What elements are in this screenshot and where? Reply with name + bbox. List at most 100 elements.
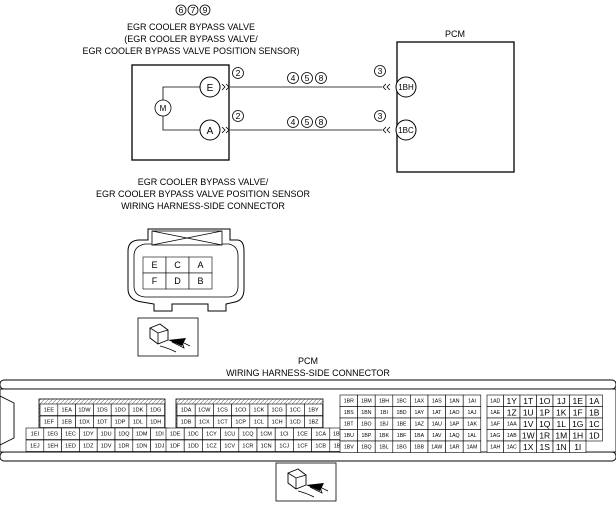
pcm-pin-cell: 1AO	[445, 406, 464, 419]
pcm-pin-cell: 1BA	[410, 429, 429, 442]
pin-label: 1N	[556, 442, 567, 452]
pcm-pin-cell: 1EA	[57, 403, 76, 416]
valve-connector-title-line-3: WIRING HARNESS-SIDE CONNECTOR	[121, 201, 285, 211]
pin-label: 1DH	[150, 420, 161, 426]
pin-label: 1CD	[290, 420, 301, 426]
pin-label: 1DT	[97, 420, 108, 426]
pin-label: 1CB	[315, 444, 326, 450]
pin-label: 1BZ	[308, 420, 319, 426]
pcm-pin-cell: 1BB	[410, 440, 429, 453]
pin-label: 1BD	[397, 410, 407, 416]
valve-pin-cell: F	[142, 272, 167, 290]
pcm-pin-cell: 1AI	[462, 394, 482, 407]
pin-label: 1EH	[47, 444, 58, 450]
valve-pin-cell: C	[165, 256, 190, 274]
pcm-pin-cell: 1BG	[392, 440, 411, 453]
pcm-pin-cell: 1BI	[374, 406, 394, 419]
pcm-pin-cell: 1A	[585, 394, 603, 407]
pin-label: 1DX	[79, 420, 90, 426]
pin-label: 1DM	[136, 432, 148, 438]
pcm-pin-cell: 1C	[585, 417, 603, 430]
wire-ref-left: 2	[236, 68, 241, 78]
pin-label: 1AU	[432, 422, 442, 428]
pcm-pin-cell: 1G	[569, 417, 587, 430]
pcm-pin-cell: 1H	[569, 429, 587, 442]
pcm-pin-cell: 1DH	[146, 415, 165, 428]
pin-label: 1DV	[101, 444, 112, 450]
pin-label: 1BB	[414, 445, 424, 451]
pin-label: 1DL	[133, 420, 143, 426]
pin-label: 1DN	[136, 444, 147, 450]
pcm-pin-cell: 1ED	[61, 439, 80, 452]
pcm-pin-cell: 1AE	[486, 406, 504, 419]
pin-label: 1DW	[78, 408, 91, 414]
pcm-pin-cell: 1CS	[213, 403, 232, 416]
pin-label: 1CZ	[206, 444, 217, 450]
pin-label: 1BP	[361, 433, 371, 439]
pin-label: 1EF	[44, 420, 55, 426]
wire-ref-left: 2	[236, 111, 241, 121]
pcm-pin-cell: 1DK	[128, 403, 148, 416]
component-pin-e: E	[207, 83, 214, 94]
pin-label: 1DS	[97, 408, 108, 414]
valve-connector-title-line-2: EGR COOLER BYPASS VALVE POSITION SENSOR	[96, 189, 311, 199]
pcm-pin-cell: 1BU	[339, 429, 358, 442]
pcm-pin-cell: 1E	[569, 394, 587, 407]
pin-label: 1CH	[272, 420, 283, 426]
pin-label: 1AJ	[468, 410, 477, 416]
pin-label: 1F	[573, 407, 583, 417]
pin-label: 1AZ	[414, 422, 424, 428]
pin-label: 1DZ	[83, 444, 94, 450]
wire-ref-mid: 8	[319, 73, 324, 83]
pin-label: 1BK	[379, 433, 389, 439]
pin-label: 1AR	[449, 445, 459, 451]
hand-pointing-icon	[137, 317, 199, 357]
pcm-pin-cell: 1DS	[93, 403, 112, 416]
pcm-pin-cell: 1BN	[357, 406, 376, 419]
pin-label: 1DQ	[118, 432, 130, 438]
pin-label: 1CV	[224, 444, 235, 450]
pin-label: 1AS	[432, 399, 442, 405]
wire-ref-mid: 5	[305, 73, 310, 83]
pin-label: 1M	[555, 430, 567, 440]
pin-label: B	[197, 276, 203, 286]
pcm-pin-cell: 1AZ	[410, 417, 429, 430]
pin-label: 1W	[522, 430, 535, 440]
pcm-pin-cell: 1BR	[339, 394, 358, 407]
pin-label: 1CU	[224, 432, 235, 438]
pin-label: 1BE	[397, 422, 407, 428]
pin-label: 1DO	[114, 408, 126, 414]
valve-pin-cell: B	[188, 272, 213, 290]
pcm-pin-cell: 1DO	[110, 403, 130, 416]
pcm-pin-cell: 1DN	[132, 439, 151, 452]
pin-label: 1DU	[101, 432, 112, 438]
wire-ref-right: 3	[378, 111, 383, 121]
valve-connector-section: EGR COOLER BYPASS VALVE/ EGR COOLER BYPA…	[96, 177, 311, 357]
pin-label: 1AE	[490, 410, 500, 416]
pin-label: 1AK	[467, 422, 477, 428]
pcm-pin-cell: 1N	[552, 440, 570, 453]
pin-label: 1CS	[217, 408, 228, 414]
pin-label: 1BI	[380, 410, 388, 416]
valve-pin-cell: D	[165, 272, 190, 290]
pin-label: E	[151, 260, 157, 270]
pcm-pin-cell: 1DL	[128, 415, 148, 428]
pcm-pin-cell: 1CH	[267, 415, 287, 428]
pin-label: 1BL	[379, 445, 388, 451]
wire-ref-mid: 4	[291, 73, 296, 83]
pin-label: 1BO	[361, 422, 371, 428]
pin-label: 1DA	[181, 408, 192, 414]
pcm-pin-cell: 1DW	[75, 403, 94, 416]
pcm-pin-cell: 1CK	[249, 403, 269, 416]
pcm-pin-cell: 1EG	[43, 427, 62, 440]
component-refs: 6 7 9	[175, 4, 211, 16]
pin-label: 1CI	[280, 432, 289, 438]
wire-e-1bh: 2 4 5 8 3 1BH	[221, 65, 417, 98]
pcm-pin-cell: 1DP	[110, 415, 130, 428]
valve-title-line-1: EGR COOLER BYPASS VALVE	[127, 22, 255, 32]
pcm-pin-cell: 1BT	[339, 417, 358, 430]
pcm-pin-cell: 1EF	[39, 415, 59, 428]
wire-ref-right: 3	[378, 66, 383, 76]
